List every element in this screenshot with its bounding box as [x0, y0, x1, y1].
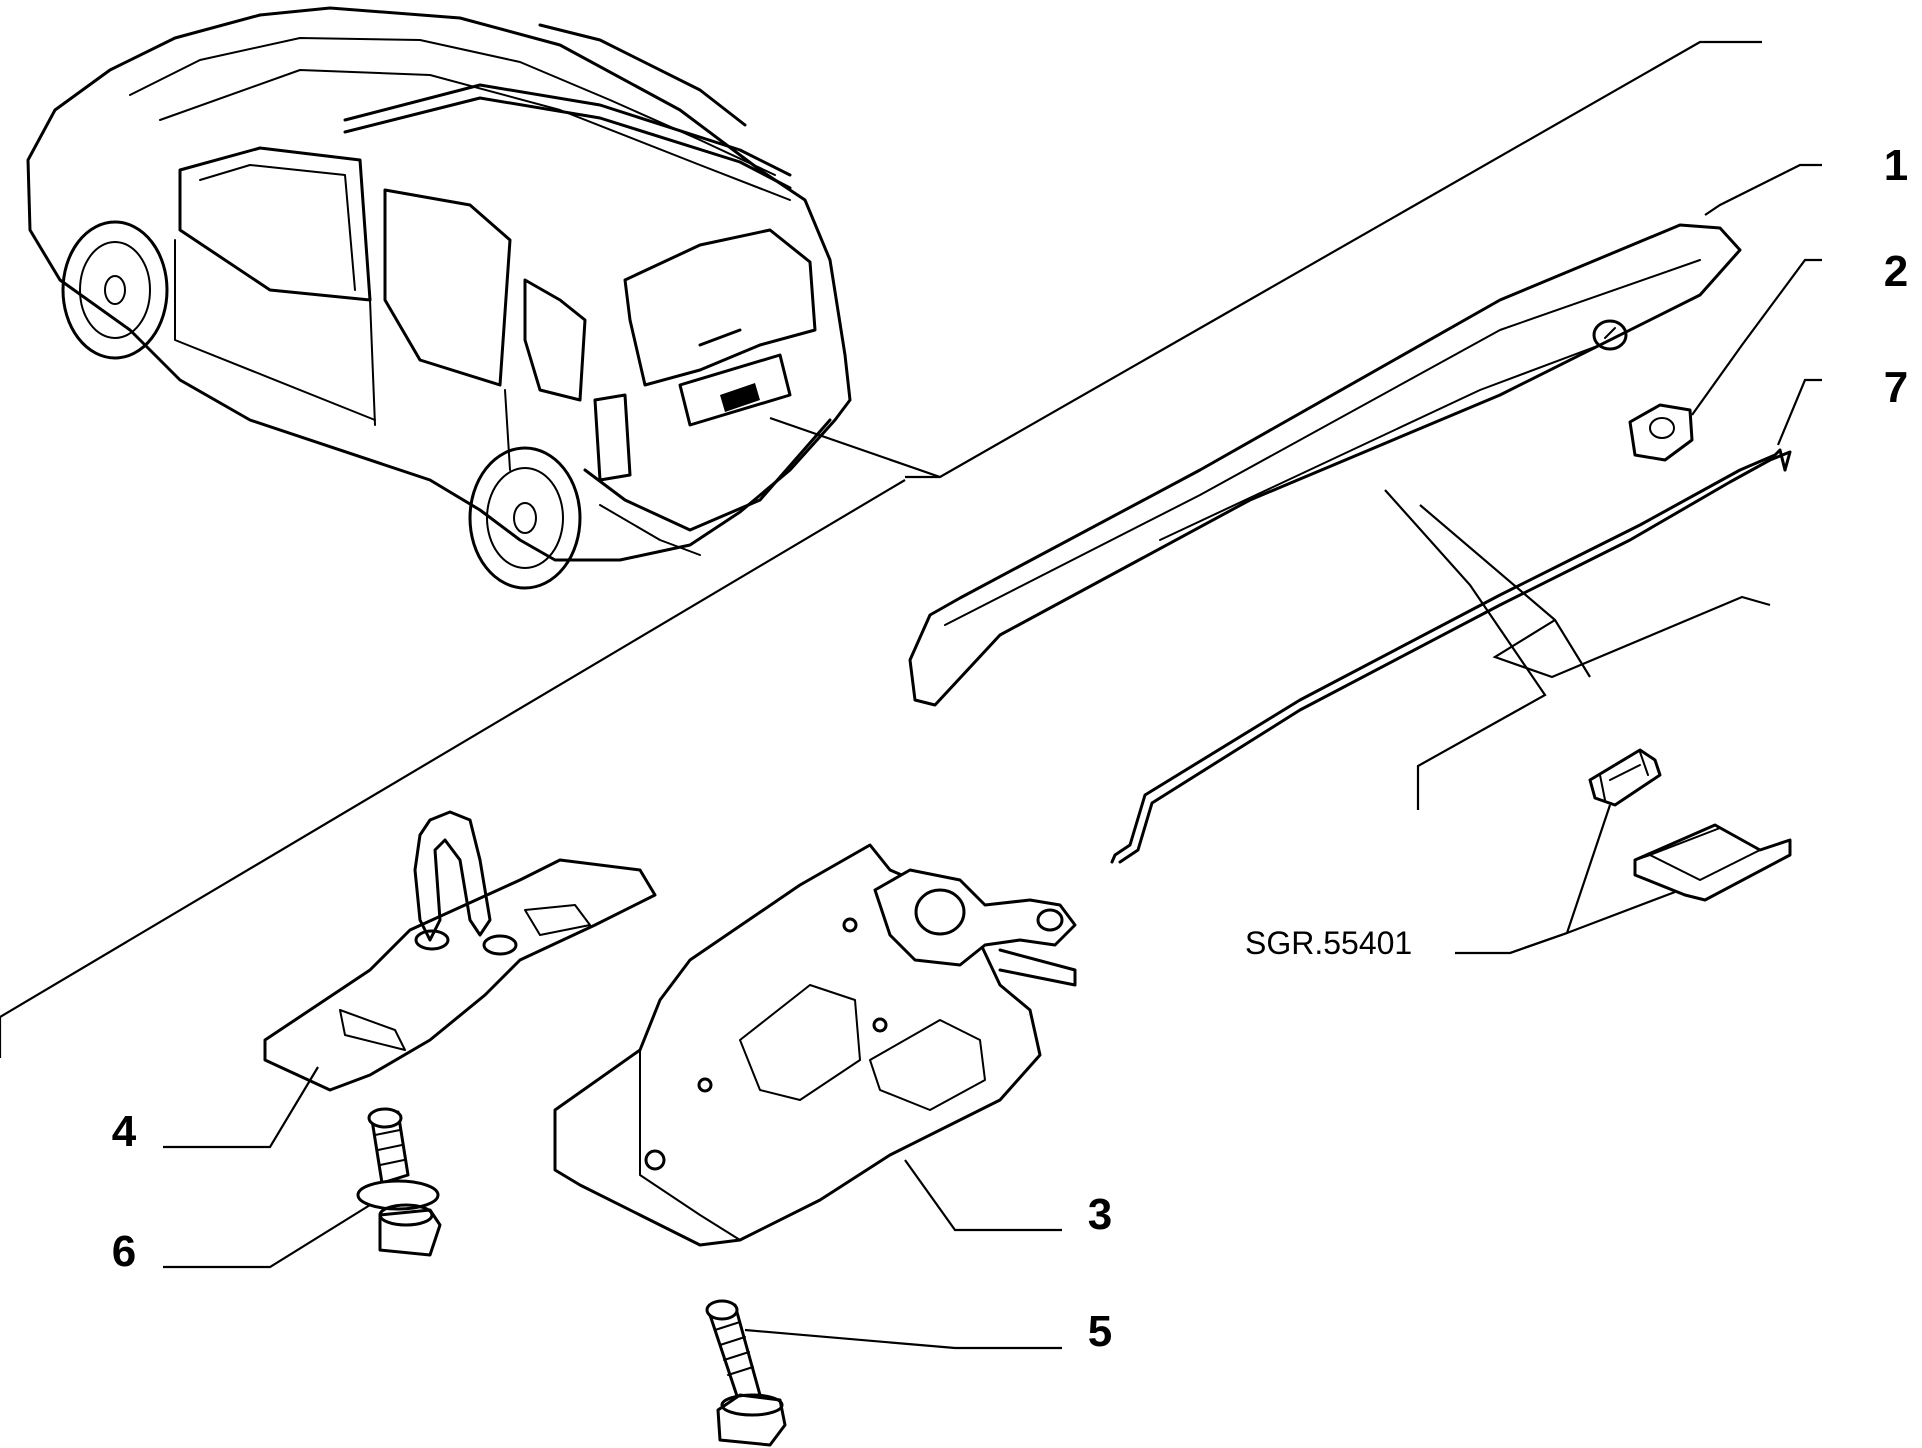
callout-6: 6 — [112, 1227, 136, 1276]
front-wheel — [61, 220, 169, 360]
part-7-rod — [1110, 448, 1792, 864]
bulb — [1588, 748, 1662, 807]
part-3-lock — [553, 843, 1077, 1247]
part-6-bolt — [356, 1107, 442, 1257]
part-5-screw — [705, 1299, 787, 1447]
callout-2: 2 — [1884, 247, 1908, 296]
leader-lines — [163, 163, 1822, 1350]
reference-code: SGR.55401 — [1245, 925, 1412, 961]
callout-4: 4 — [112, 1107, 137, 1156]
callout-3: 3 — [1088, 1190, 1112, 1239]
part-1-tailgate-trim — [908, 223, 1742, 707]
callout-5: 5 — [1088, 1307, 1112, 1356]
car-illustration — [26, 6, 852, 590]
part-4-striker — [263, 810, 657, 1092]
callout-1: 1 — [1884, 141, 1908, 190]
exploded-view-guide-lines — [0, 40, 1762, 1058]
rear-wheel — [468, 446, 582, 590]
part-2-nut — [1628, 403, 1694, 462]
lens-cover — [1633, 823, 1792, 902]
callout-7: 7 — [1884, 363, 1908, 412]
